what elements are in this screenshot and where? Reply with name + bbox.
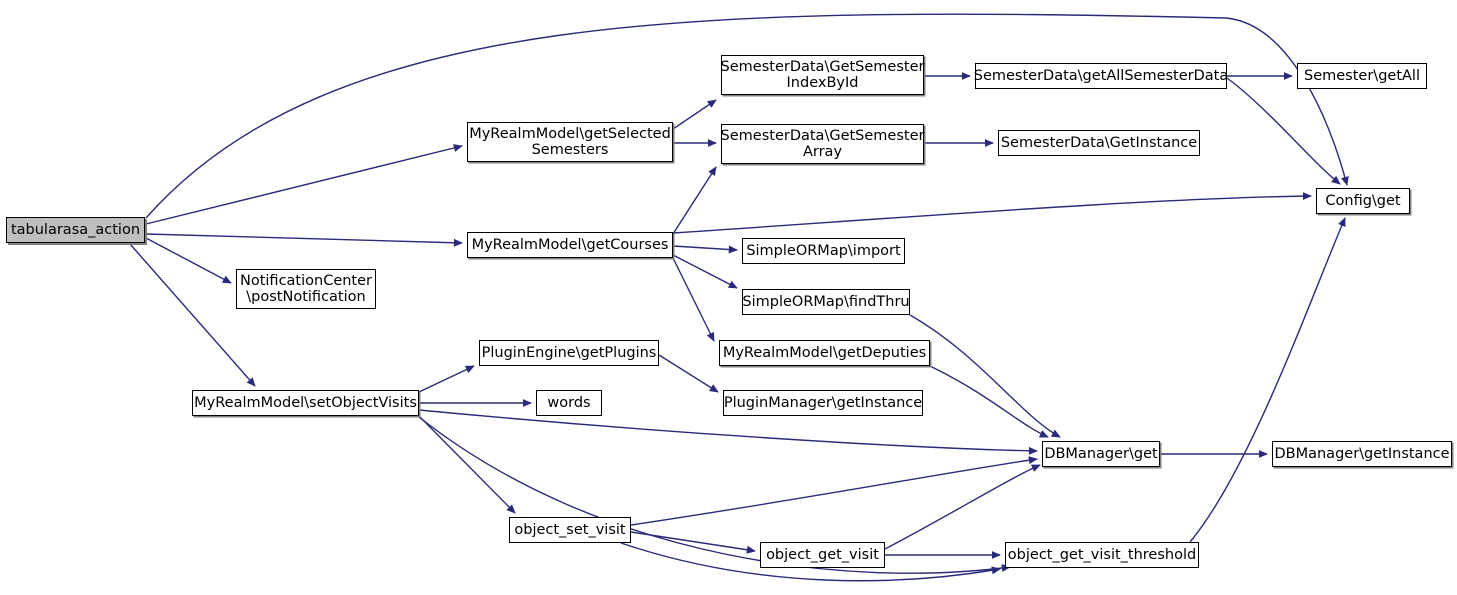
call-edge — [630, 456, 1038, 526]
graph-node-object-get-visit-threshold[interactable]: object_get_visit_threshold — [1005, 542, 1199, 568]
graph-node-object-set-visit[interactable]: object_set_visit — [509, 517, 631, 543]
graph-node-simpleormapfindthru[interactable]: SimpleORMap\findThru — [742, 289, 910, 315]
call-edge — [1226, 77, 1341, 185]
call-edge — [418, 365, 475, 393]
call-edge — [145, 237, 232, 284]
call-edge — [672, 245, 738, 254]
graph-node-getcourses[interactable]: MyRealmModel\getCourses — [467, 232, 673, 258]
call-edge — [929, 365, 1049, 438]
graph-node-semestergetall[interactable]: Semester\getAll — [1297, 63, 1427, 89]
graph-node-dbmanagerget[interactable]: DBManager\get — [1042, 441, 1160, 467]
graph-node-semesterdatagetinstance[interactable]: SemesterData\GetInstance — [998, 130, 1200, 156]
graph-node-dbmanagergetinstance[interactable]: DBManager\getInstance — [1272, 441, 1452, 467]
call-edge — [672, 99, 717, 130]
graph-node-setobjectvisits[interactable]: MyRealmModel\setObjectVisits — [192, 390, 419, 416]
graph-node-object-get-visit[interactable]: object_get_visit — [760, 542, 885, 568]
call-edge — [145, 144, 463, 225]
call-edge — [672, 192, 1312, 234]
call-edge — [672, 166, 717, 235]
call-edge — [1189, 217, 1346, 543]
graph-node-getdeputies[interactable]: MyRealmModel\getDeputies — [719, 340, 930, 366]
call-edge — [418, 409, 1038, 455]
graph-node-postnotification[interactable]: NotificationCenter \postNotification — [236, 269, 376, 309]
call-edge — [145, 233, 463, 247]
call-edge — [129, 243, 256, 387]
call-edge — [909, 314, 1061, 438]
graph-node-getallsemesterdata[interactable]: SemesterData\getAllSemesterData — [974, 63, 1228, 89]
call-edge — [630, 531, 756, 554]
call-edge — [672, 254, 738, 289]
graph-node-simpleormapimport[interactable]: SimpleORMap\import — [742, 238, 905, 264]
call-edge — [145, 13, 1349, 219]
graph-node-configget[interactable]: Config\get — [1316, 188, 1410, 214]
graph-node-tabularasa-action[interactable]: tabularasa_action — [6, 217, 145, 243]
call-edge — [658, 354, 719, 393]
call-edge — [884, 464, 1041, 550]
call-edge — [418, 416, 1011, 574]
graph-node-getplugins[interactable]: PluginEngine\getPlugins — [479, 340, 659, 366]
call-edge — [672, 257, 715, 342]
graph-node-words[interactable]: words — [536, 390, 602, 416]
call-edge — [418, 415, 516, 514]
graph-node-pluginmanagergetinstance[interactable]: PluginManager\getInstance — [723, 390, 923, 416]
call-edge — [620, 542, 1001, 582]
graph-node-getsemesterarray[interactable]: SemesterData\GetSemester Array — [721, 124, 924, 164]
graph-node-getselectedsemesters[interactable]: MyRealmModel\getSelected Semesters — [467, 122, 673, 162]
graph-node-getsemesterindexbyid[interactable]: SemesterData\GetSemester IndexById — [721, 55, 924, 95]
